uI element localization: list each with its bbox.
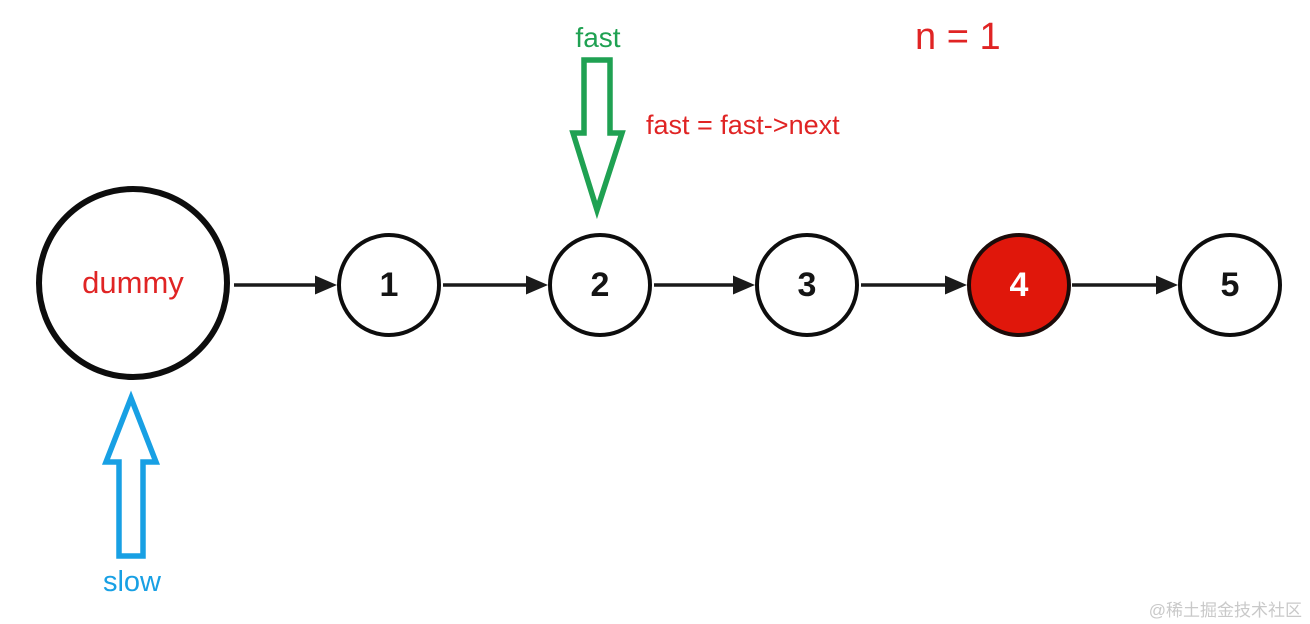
next-pointer-arrow-1-2 xyxy=(443,275,548,295)
node-3-label: 3 xyxy=(797,265,817,304)
next-pointer-arrow-3-4 xyxy=(861,275,967,295)
node-dummy: dummy xyxy=(36,186,230,380)
node-1-label: 1 xyxy=(379,265,399,304)
watermark: @稀土掘金技术社区 xyxy=(1148,601,1302,620)
fast-update-expression: fast = fast->next xyxy=(646,110,840,140)
node-2: 2 xyxy=(548,233,652,337)
node-5: 5 xyxy=(1178,233,1282,337)
node-5-label: 5 xyxy=(1220,265,1240,304)
node-2-label: 2 xyxy=(590,265,610,304)
fast-label: fast xyxy=(575,22,621,53)
node-1: 1 xyxy=(337,233,441,337)
slow-label: slow xyxy=(102,566,161,598)
node-4-label: 4 xyxy=(1009,265,1029,304)
node-3: 3 xyxy=(755,233,859,337)
next-pointer-arrow-dummy-1 xyxy=(234,275,337,295)
node-dummy-label: dummy xyxy=(82,265,184,300)
node-4-highlighted: 4 xyxy=(967,233,1071,337)
next-pointer-arrow-4-5 xyxy=(1072,275,1178,295)
slow-pointer-arrow-icon xyxy=(101,390,161,559)
n-value-label: n = 1 xyxy=(915,16,1001,58)
fast-pointer-arrow-icon xyxy=(569,57,626,220)
next-pointer-arrow-2-3 xyxy=(654,275,755,295)
